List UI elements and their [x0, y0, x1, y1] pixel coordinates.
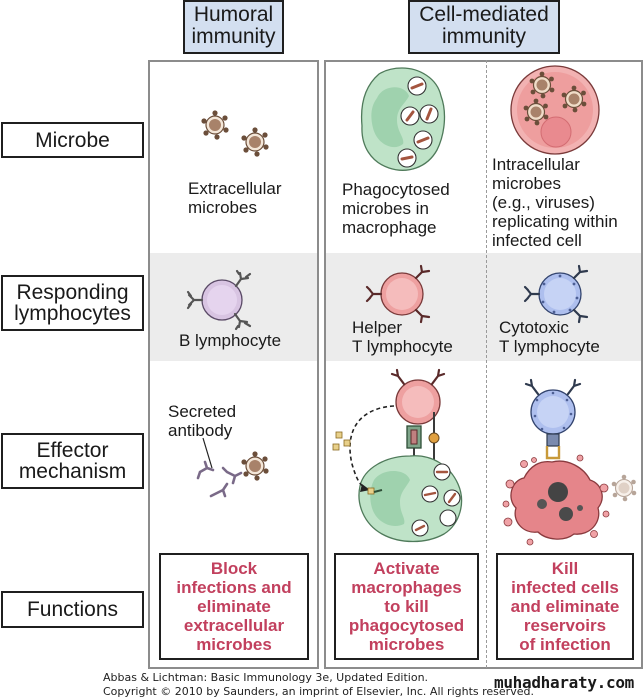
tcr-mhc-synapse-icon	[546, 433, 560, 447]
macrophage-with-phagocytosed-microbes-illustration	[360, 67, 446, 171]
extracellular-microbes-illustration	[201, 110, 269, 157]
antibody-receptor-icon	[233, 312, 252, 331]
microbe-icon	[241, 127, 269, 157]
b-lymphocyte-caption: B lymphocyte	[179, 331, 282, 350]
antibody-icon	[221, 466, 243, 485]
secreted-antibody-caption: Secreted antibody	[168, 402, 237, 440]
released-virus-icon	[611, 474, 637, 502]
cytotoxic-t-lymphocyte-illustration	[523, 264, 589, 324]
cell-mediated-immunity-header: Cell-mediated immunity	[408, 0, 560, 54]
fragmented-nucleus-icon	[548, 482, 568, 502]
virus-icon	[561, 85, 587, 113]
nucleus-icon	[540, 116, 572, 148]
phagocytosed-microbes-caption: Phagocytosed microbes in macrophage	[342, 180, 450, 237]
cytokine-icon	[332, 431, 351, 451]
cytokine-arrow	[349, 405, 395, 489]
citation-line-2: Copyright © 2010 by Saunders, an imprint…	[103, 685, 534, 698]
cd40-ligand-icon	[428, 432, 440, 444]
lymphocyte-band-cell-mediated	[326, 253, 641, 361]
antibody-icon	[209, 482, 229, 498]
intracellular-microbes-caption: Intracellular microbes (e.g., viruses) r…	[492, 155, 618, 250]
tcr-receptor-icon	[523, 285, 541, 303]
virus-icon	[529, 71, 555, 99]
helper-t-lymphocyte-illustration	[365, 264, 431, 324]
citation-line-1: Abbas & Lichtman: Basic Immunology 3e, U…	[103, 671, 429, 684]
tcr-receptor-icon	[414, 308, 431, 324]
virus-icon	[523, 98, 549, 126]
cell-mediated-divider	[486, 60, 487, 668]
row-label-functions: Functions	[1, 591, 144, 628]
tcr-receptor-icon	[572, 308, 589, 324]
apoptotic-bleb-icon	[502, 454, 610, 546]
antibody-receptor-icon	[234, 269, 252, 288]
row-label-microbe: Microbe	[1, 122, 144, 158]
cytotoxic-t-lymphocyte-caption: Cytotoxic T lymphocyte	[499, 318, 600, 356]
antibody-receptor-icon	[186, 290, 204, 310]
cytokine-receptor-icon	[367, 487, 383, 495]
tcr-receptor-icon	[365, 285, 383, 303]
pointer-line	[202, 437, 213, 469]
function-cytotoxic-t: Kill infected cells and eliminate reserv…	[496, 553, 634, 660]
function-helper-t: Activate macrophages to kill phagocytose…	[334, 553, 479, 660]
antibody-icon	[196, 460, 215, 480]
helper-t-lymphocyte-caption: Helper T lymphocyte	[352, 318, 453, 356]
virus-infected-cell-illustration	[510, 65, 600, 155]
tcr-receptor-icon	[414, 264, 431, 280]
watermark: muhadharaty.com	[494, 673, 634, 692]
function-humoral: Block infections and eliminate extracell…	[159, 553, 309, 660]
microbe-icon	[201, 110, 229, 140]
tcr-receptor-icon	[572, 264, 589, 280]
infected-cell-killing-illustration	[502, 378, 637, 546]
b-lymphocyte-illustration	[186, 269, 252, 331]
macrophage-activation-illustration	[332, 368, 463, 543]
secreted-antibody-illustration	[196, 437, 269, 498]
microbe-icon	[241, 451, 269, 481]
row-label-effector-mechanism: Effector mechanism	[1, 433, 144, 489]
extracellular-microbes-caption: Extracellular microbes	[188, 179, 282, 217]
humoral-immunity-header: Humoral immunity	[183, 0, 284, 54]
row-label-responding-lymphocytes: Responding lymphocytes	[1, 275, 144, 331]
